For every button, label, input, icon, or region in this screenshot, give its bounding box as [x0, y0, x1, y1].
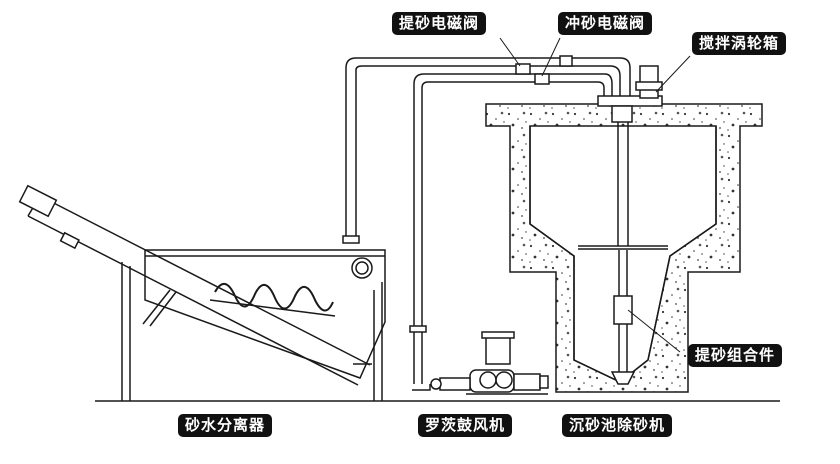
label-lift-assembly: 提砂组合件 [688, 344, 783, 367]
label-flush-valve: 冲砂电磁阀 [558, 12, 653, 35]
label-separator: 砂水分离器 [178, 414, 273, 437]
label-grit-chamber: 沉砂池除砂机 [562, 414, 673, 437]
roots-blower [430, 331, 549, 395]
piping [342, 55, 631, 391]
sand-water-separator [18, 184, 386, 401]
label-blower: 罗茨鼓风机 [418, 414, 513, 437]
leader-lines [499, 37, 691, 353]
label-gearbox: 搅拌涡轮箱 [692, 32, 787, 55]
label-lift-valve: 提砂电磁阀 [392, 12, 487, 35]
stirrer-assembly [578, 65, 668, 385]
